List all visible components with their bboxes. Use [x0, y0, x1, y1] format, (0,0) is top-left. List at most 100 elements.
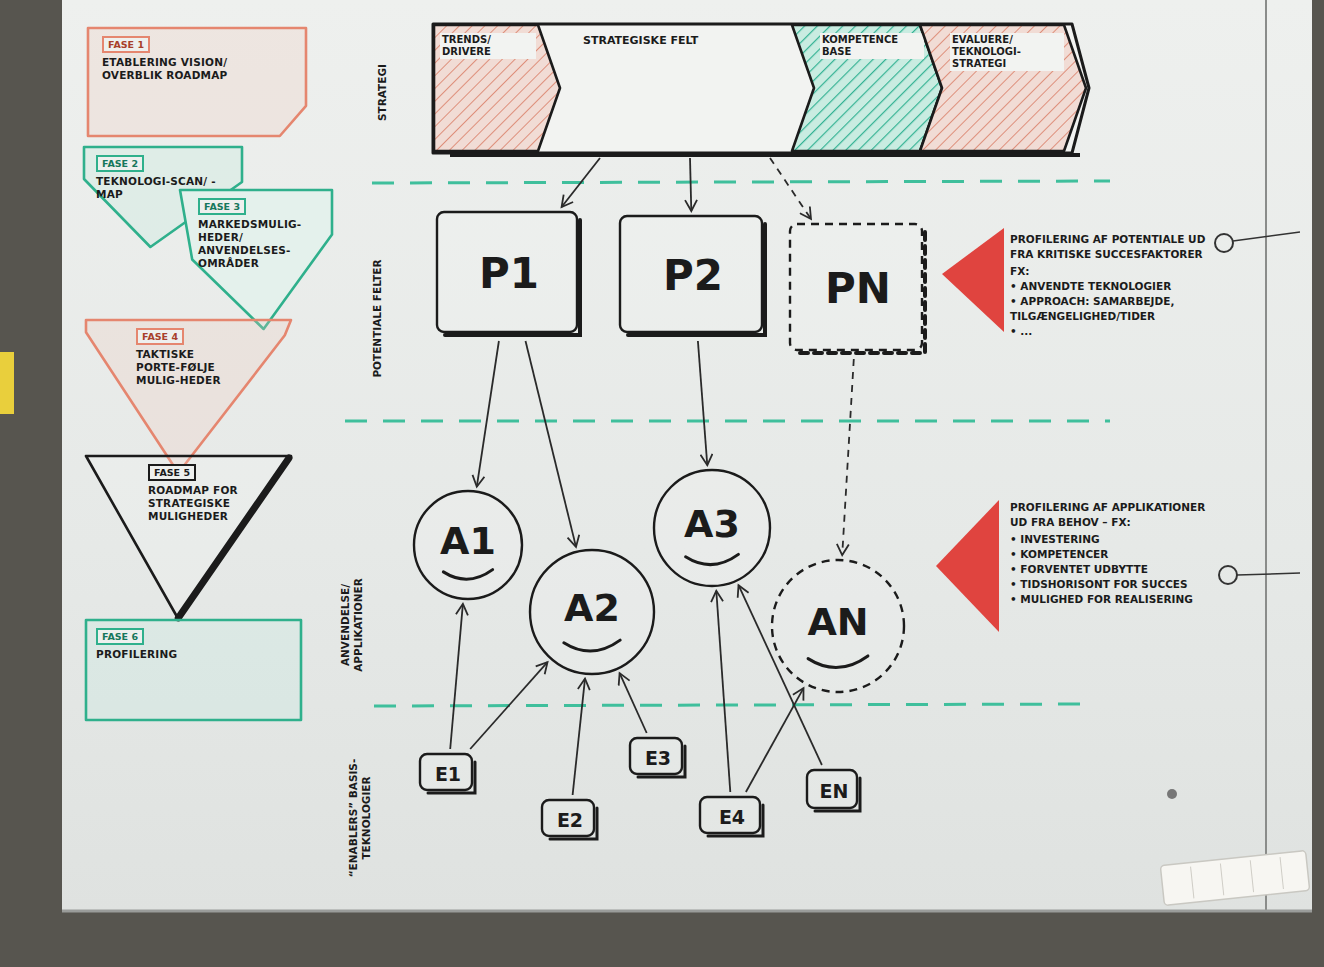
- chevron: EVALUERE/ TEKNOLOGI-STRATEGI: [920, 25, 1086, 151]
- phase-shape: FASE 3 MARKEDSMULIG-HEDER/ ANVENDELSES-OM…: [180, 190, 332, 329]
- box-outline: [542, 800, 594, 836]
- note-line: • ANVENDTE TEKNOLOGIER: [1010, 279, 1210, 294]
- note-line: • MULIGHED FOR REALISERING: [1010, 592, 1210, 607]
- eraser-groove: [1280, 857, 1283, 889]
- row-divider: [372, 181, 1110, 183]
- enabler-box: E3: [628, 736, 688, 780]
- phase-title: MARKEDSMULIG-HEDER/ ANVENDELSES-OMRÅDER: [198, 218, 316, 270]
- node-label: PN: [825, 268, 891, 310]
- phase-shape: FASE 6 PROFILERING: [86, 620, 301, 720]
- enabler-box: E4: [698, 795, 766, 839]
- pin-circle: [1215, 234, 1233, 252]
- band-outline: [433, 24, 1089, 153]
- node-label: A1: [440, 522, 496, 560]
- phase-number: FASE 6: [96, 628, 144, 645]
- node-label: P1: [479, 253, 539, 295]
- chevron-label: EVALUERE/ TEKNOLOGI-STRATEGI: [950, 33, 1064, 71]
- note-line: • APPROACH: SAMARBEJDE, TILGÆNGELIGHED/T…: [1010, 294, 1210, 324]
- phase-number: FASE 4: [136, 328, 184, 345]
- eraser-groove: [1220, 863, 1223, 895]
- sticky-note: [0, 352, 14, 414]
- circle-smile: [808, 656, 868, 668]
- application-circle: A2: [528, 548, 656, 676]
- application-circle: A1: [412, 489, 524, 601]
- box-shadow-line: [445, 220, 580, 335]
- phase-title: ETABLERING VISION/ OVERBLIK ROADMAP: [102, 56, 272, 82]
- phase-title: PROFILERING: [96, 648, 286, 661]
- box-outline: [620, 216, 762, 332]
- connector-arrow: [698, 341, 707, 465]
- box-shadow-line: [550, 808, 597, 839]
- chevron-outline: [434, 25, 560, 151]
- eraser-groove: [1191, 867, 1194, 899]
- row-label: STRATEGI: [376, 32, 389, 152]
- eraser: [1160, 850, 1309, 905]
- row-divider: [345, 420, 1110, 423]
- chevron-outline: [920, 25, 1086, 151]
- phase-outline: [86, 620, 301, 720]
- circle-smile: [564, 640, 620, 651]
- chevron: KOMPETENCE BASE: [792, 25, 942, 151]
- node-label: E1: [435, 765, 461, 784]
- phase-banner: FASE 1 ETABLERING VISION/ OVERBLIK ROADMA…: [88, 28, 306, 136]
- note-block: PROFILERING AF POTENTIALE UD FRA KRITISK…: [1010, 232, 1210, 339]
- node-label: E4: [719, 808, 745, 827]
- row-divider: [374, 704, 1090, 706]
- box-shadow-line: [428, 762, 475, 793]
- pointer-triangle: [942, 228, 1004, 332]
- phase-number: FASE 1: [102, 36, 150, 53]
- note-line: • TIDSHORISONT FOR SUCCES: [1010, 577, 1210, 592]
- circle-outline: [772, 560, 904, 692]
- phase-number: FASE 3: [198, 198, 246, 215]
- note-line: • INVESTERING: [1010, 532, 1210, 547]
- box-outline: [630, 738, 682, 774]
- phase-outline: [86, 320, 291, 473]
- chevron-label: TRENDS/ DRIVERE: [440, 33, 536, 59]
- band-title: STRATEGISKE FELT: [580, 33, 701, 48]
- phase-outline: [86, 320, 291, 473]
- pin-line: [1237, 573, 1300, 575]
- circle-outline: [530, 550, 654, 674]
- connector-arrow: [620, 673, 647, 733]
- box-outline: [437, 212, 577, 332]
- phase-outline: [88, 28, 306, 136]
- connector-arrow: [562, 158, 600, 207]
- connector-arrow: [573, 679, 585, 795]
- note-line: • KOMPETENCER: [1010, 547, 1210, 562]
- phase-title: ROADMAP FOR STRATEGISKE MULIGHEDER: [148, 484, 243, 523]
- enabler-box: EN: [805, 768, 863, 814]
- connector-arrow: [450, 604, 463, 749]
- connector-arrow: [477, 341, 499, 487]
- chevron-label: KOMPETENCE BASE: [820, 33, 924, 59]
- phase-number: FASE 5: [148, 464, 196, 481]
- phase-edge: [178, 458, 289, 618]
- connector-arrow: [690, 158, 691, 211]
- box-outline: [807, 770, 857, 808]
- eraser-body: [1160, 850, 1309, 905]
- chevron-outline: [792, 25, 942, 151]
- phase-number: FASE 2: [96, 155, 144, 172]
- potential-box: P1: [435, 210, 583, 338]
- circle-outline: [414, 491, 522, 599]
- application-circle: A3: [652, 468, 772, 588]
- circle-smile: [686, 554, 739, 564]
- eraser-groove: [1250, 860, 1253, 892]
- connector-arrow: [470, 662, 547, 749]
- node-label: E2: [557, 811, 583, 830]
- note-heading: PROFILERING AF APPLIKATIONER UD FRA BEHO…: [1010, 500, 1210, 530]
- node-label: A3: [684, 505, 740, 543]
- board-edge: [62, 910, 1312, 913]
- magnet: [1167, 789, 1177, 799]
- connector-arrow: [526, 341, 577, 547]
- node-label: AN: [807, 603, 868, 641]
- note-line: • FORVENTET UDBYTTE: [1010, 562, 1210, 577]
- box-shadow-line: [638, 746, 685, 777]
- node-label: A2: [564, 589, 620, 627]
- circle-outline: [654, 470, 770, 586]
- pointer-triangle: [936, 500, 999, 632]
- note-heading: PROFILERING AF POTENTIALE UD FRA KRITISK…: [1010, 232, 1210, 262]
- pin-line: [1233, 232, 1300, 241]
- phase-shape: FASE 5 ROADMAP FOR STRATEGISKE MULIGHEDER: [86, 456, 291, 619]
